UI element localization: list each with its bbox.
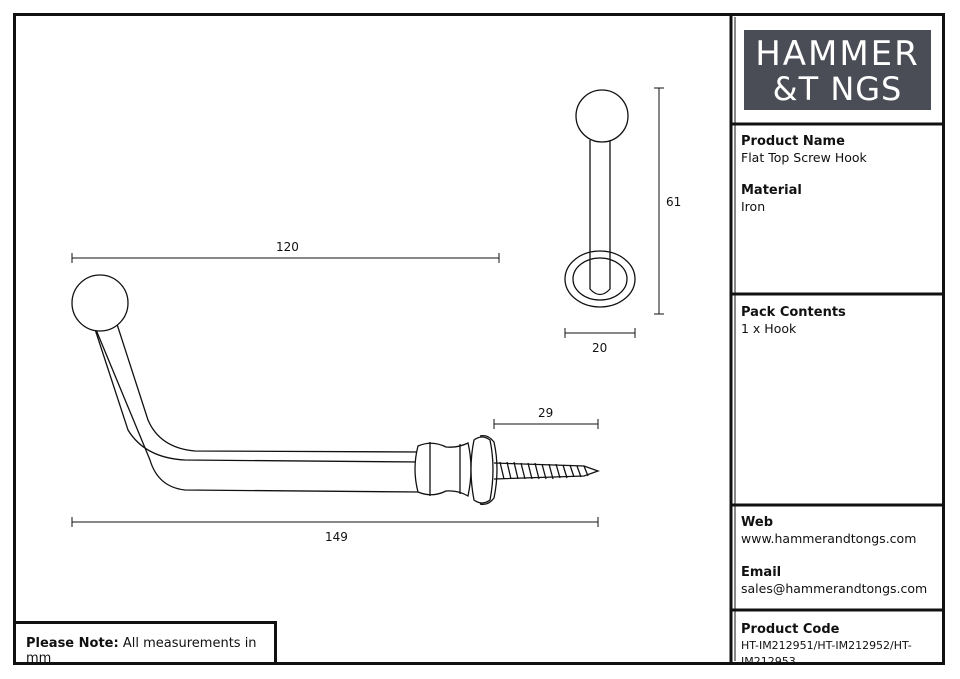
- dim-base-label: 20: [592, 341, 607, 355]
- material-value: Iron: [741, 199, 766, 214]
- product-name-label: Product Name: [741, 134, 845, 149]
- hook-side-view: [564, 89, 636, 308]
- dim-overall-label: 149: [325, 530, 348, 544]
- dim-height-label: 61: [666, 195, 681, 209]
- pack-contents-block: Pack Contents 1 x Hook: [741, 305, 846, 337]
- dim-width-label: 120: [276, 240, 299, 254]
- product-code-block: Product Code HT-IM212951/HT-IM212952/HT-…: [741, 622, 945, 670]
- email-block: Email sales@hammerandtongs.com: [741, 565, 927, 597]
- web-label: Web: [741, 515, 773, 530]
- note-text: All measurements in mm: [26, 636, 257, 666]
- product-name-block: Product Name Flat Top Screw Hook: [741, 134, 867, 166]
- brand-line-1: HAMMER: [755, 34, 920, 74]
- brand-line-2: &T NGS: [772, 70, 903, 108]
- hook-front-view: [71, 274, 600, 506]
- note-label: Please Note:: [26, 636, 119, 651]
- material-block: Material Iron: [741, 183, 802, 215]
- product-code-label: Product Code: [741, 622, 840, 637]
- dim-base-20: [564, 328, 636, 338]
- product-name-value: Flat Top Screw Hook: [741, 150, 867, 165]
- material-label: Material: [741, 183, 802, 198]
- pack-contents-value: 1 x Hook: [741, 321, 797, 336]
- brand-logo: HAMMER &T NGS: [744, 30, 931, 110]
- dim-height-61: [654, 87, 664, 315]
- web-link[interactable]: www.hammerandtongs.com: [741, 531, 917, 546]
- dim-screw-label: 29: [538, 406, 553, 420]
- measurement-note: Please Note: All measurements in mm: [13, 621, 277, 666]
- info-panel: HAMMER &T NGS Product Name Flat Top Scre…: [729, 13, 945, 668]
- pack-contents-label: Pack Contents: [741, 305, 846, 320]
- email-link[interactable]: sales@hammerandtongs.com: [741, 581, 928, 596]
- dim-width-120: [71, 253, 500, 263]
- drawing-frame: [13, 13, 945, 665]
- web-block: Web www.hammerandtongs.com: [741, 515, 916, 547]
- dim-overall-149: [71, 517, 599, 527]
- product-code-value: HT-IM212951/HT-IM212952/HT-IM212953: [741, 639, 912, 668]
- email-label: Email: [741, 565, 782, 580]
- dim-screw-29: [493, 419, 599, 429]
